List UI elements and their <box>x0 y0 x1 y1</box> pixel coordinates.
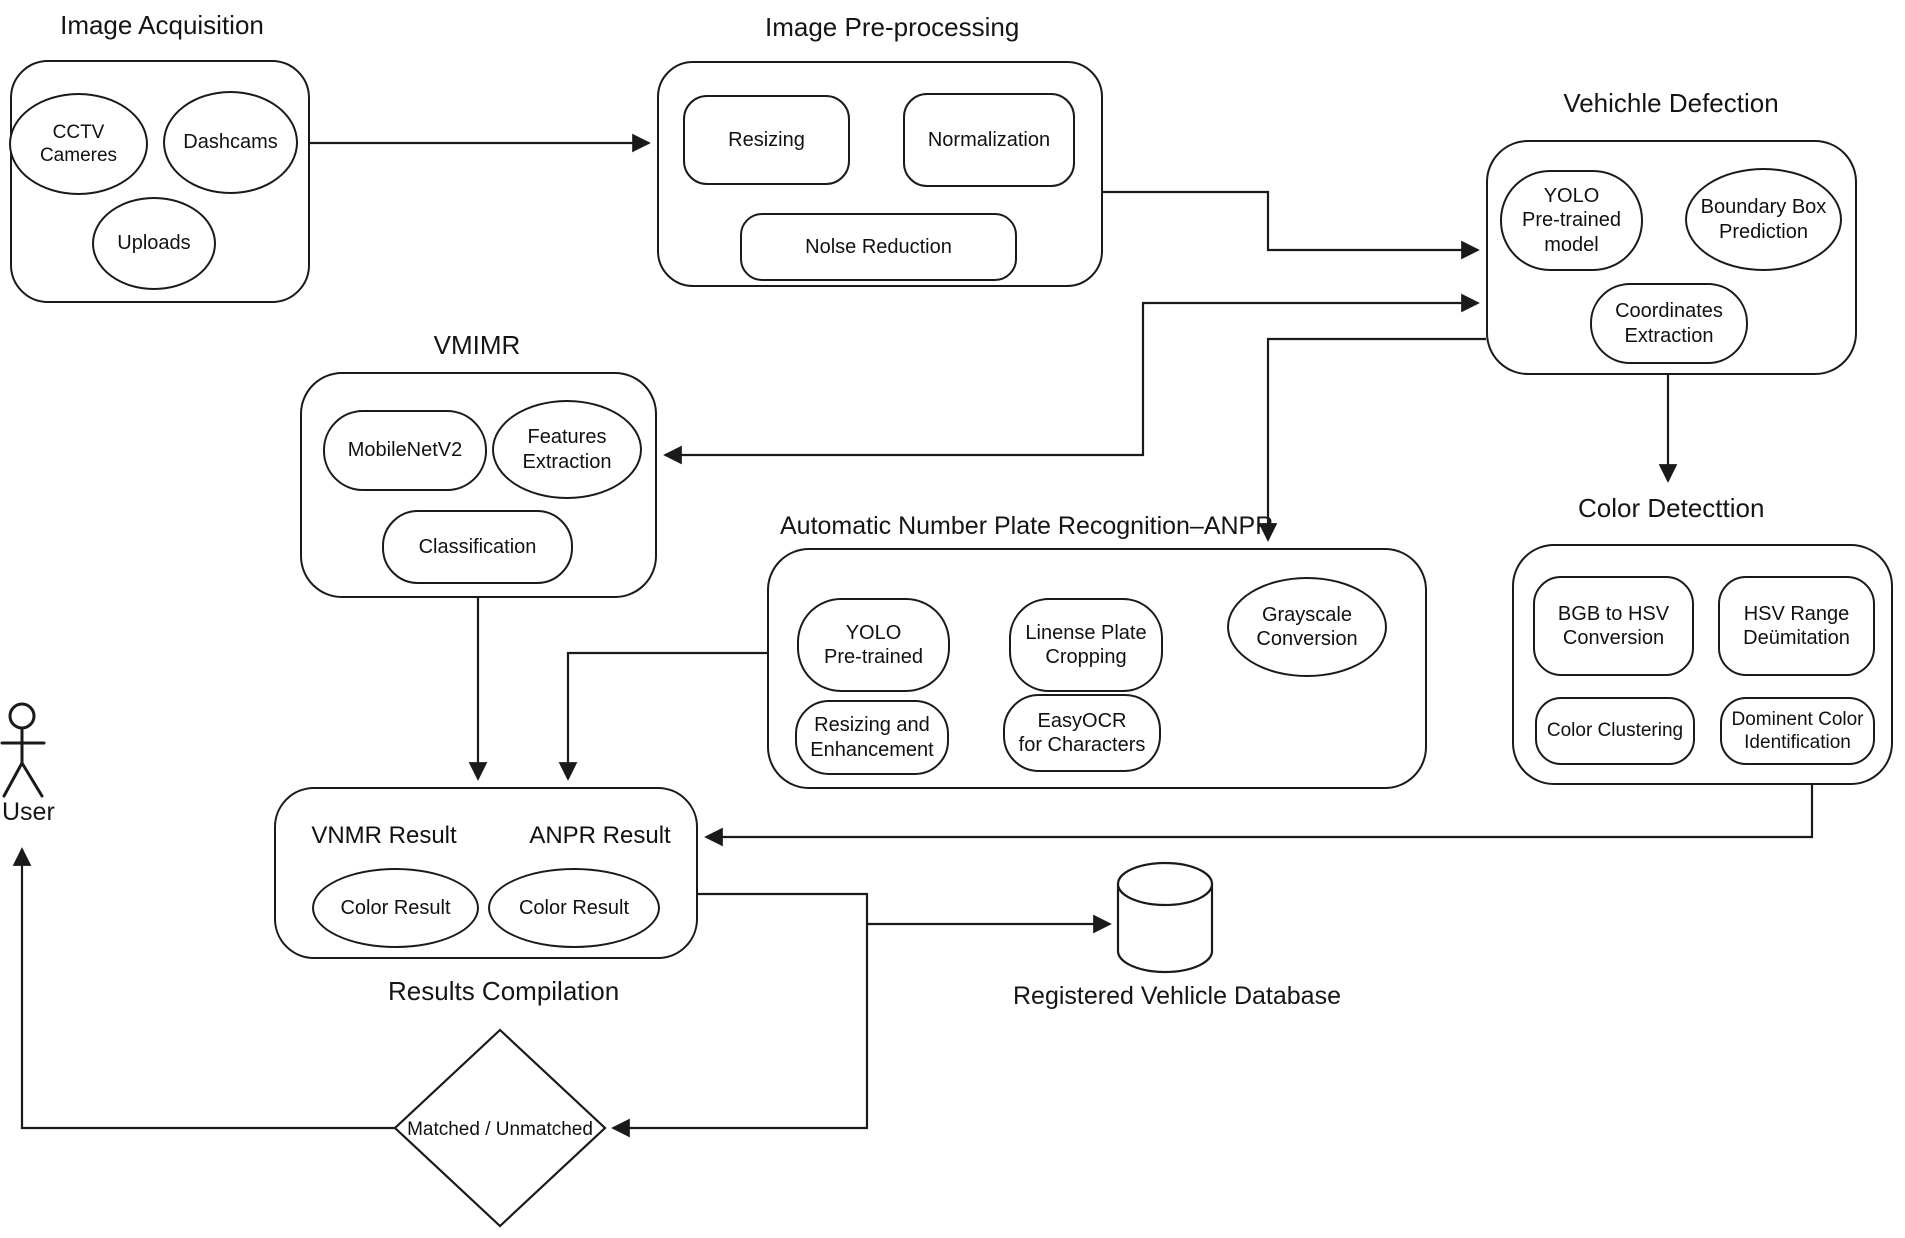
anpr-result-label: ANPR Result <box>529 822 671 849</box>
dashcams-node: Dashcams <box>163 91 298 194</box>
user-icon <box>0 702 46 798</box>
hsv-range-node: HSV Range Deümitation <box>1718 576 1875 676</box>
edge-vmimr-vehicle-detection <box>663 293 1480 465</box>
coordinates-extraction-node: Coordinates Extraction <box>1590 283 1748 364</box>
edge-color-detection-to-results <box>704 785 1814 847</box>
image-preprocessing-title: Image Pre-processing <box>765 12 1020 42</box>
vnmr-color-result-node: Color Result <box>312 868 479 948</box>
cctv-cameras-node: CCTV Cameres <box>9 93 148 195</box>
classification-node: Classification <box>382 510 573 584</box>
bgb-to-hsv-node: BGB to HSV Conversion <box>1533 576 1694 676</box>
matched-unmatched-label: Matched / Unmatched <box>407 1119 593 1140</box>
license-plate-cropping-node: Linense Plate Cropping <box>1009 598 1163 692</box>
user-label: User <box>2 798 55 826</box>
edge-preprocessing-to-vehicle-detection <box>1103 190 1480 260</box>
features-extraction-node: Features Extraction <box>492 400 642 499</box>
boundary-box-prediction-node: Boundary Box Prediction <box>1685 168 1842 271</box>
normalization-node: Normalization <box>903 93 1075 187</box>
vnmr-result-label: VNMR Result <box>311 822 457 849</box>
yolo-pretrained-model-node: YOLO Pre-trained model <box>1500 170 1643 271</box>
vmimr-title: VMIMR <box>433 330 521 360</box>
results-compilation-title: Results Compilation <box>388 976 620 1006</box>
grayscale-conversion-node: Grayscale Conversion <box>1227 577 1387 677</box>
easyocr-node: EasyOCR for Characters <box>1003 694 1161 772</box>
dominant-color-node: Dominent Color Identification <box>1720 697 1875 765</box>
anpr-title: Automatic Number Plate Recognition–ANPR <box>780 512 1274 540</box>
mobilenetv2-node: MobileNetV2 <box>323 410 487 491</box>
database-title: Registered Vehlicle Database <box>1013 982 1341 1010</box>
vehicle-detection-title: Vehichle Defection <box>1563 88 1779 118</box>
edge-vehicle-detection-to-anpr <box>1258 337 1486 542</box>
uploads-node: Uploads <box>92 197 216 290</box>
noise-reduction-node: Nolse Reduction <box>740 213 1017 281</box>
image-acquisition-title: Image Acquisition <box>60 10 264 40</box>
resizing-enhancement-node: Resizing and Enhancement <box>795 700 949 775</box>
color-clustering-node: Color Clustering <box>1535 697 1695 765</box>
anpr-color-result-node: Color Result <box>488 868 660 948</box>
edge-anpr-to-results <box>558 651 767 781</box>
resizing-node: Resizing <box>683 95 850 185</box>
anpr-yolo-pretrained-node: YOLO Pre-trained <box>797 598 950 692</box>
database-cylinder-icon <box>1116 861 1214 974</box>
color-detection-title: Color Detecttion <box>1578 493 1765 523</box>
matched-unmatched-diamond <box>393 1028 607 1228</box>
